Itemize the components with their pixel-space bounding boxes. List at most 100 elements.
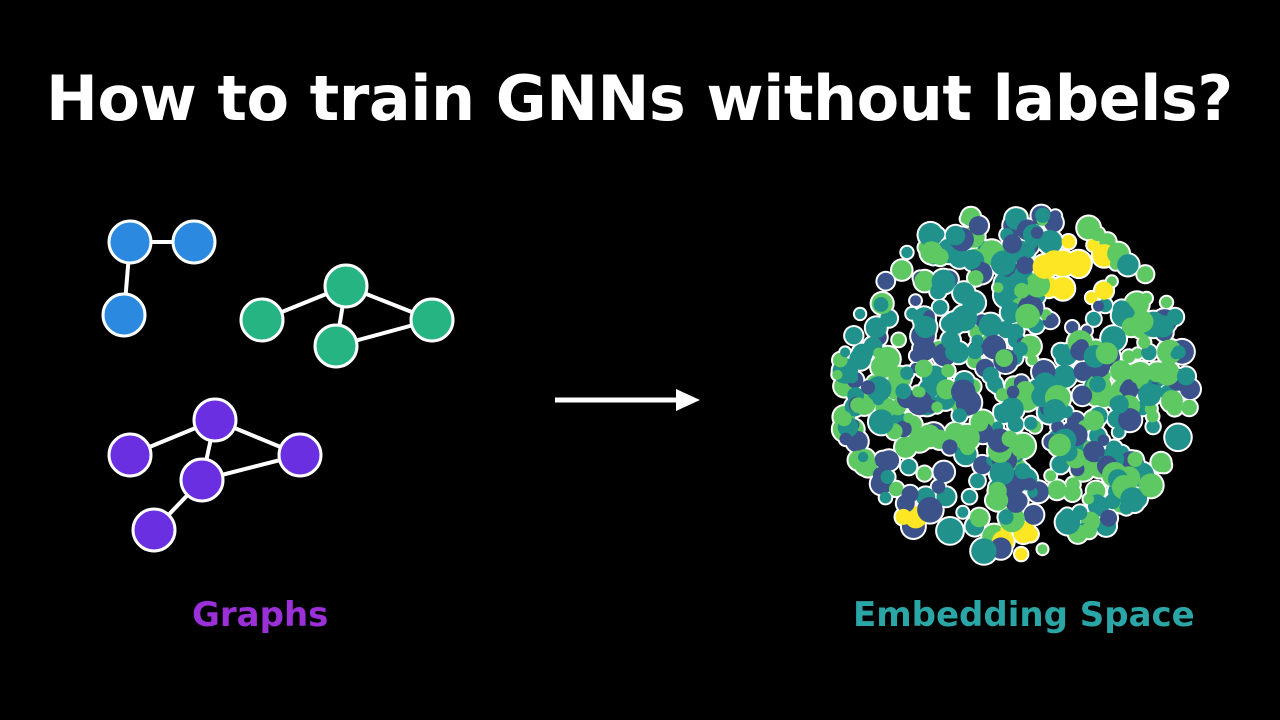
embedding-point <box>931 480 946 494</box>
embedding-point <box>933 461 955 483</box>
embedding-point <box>868 409 894 435</box>
graph-node <box>107 432 153 478</box>
embedding-point <box>967 270 984 286</box>
embedding-point <box>914 270 935 292</box>
embedding-point <box>1122 350 1136 363</box>
embedding-point <box>957 506 969 518</box>
embedding-point <box>1110 360 1132 382</box>
embedding-point <box>989 460 1015 486</box>
embedding-point <box>888 481 904 497</box>
embedding-point <box>860 380 876 395</box>
graph-blue <box>101 219 217 338</box>
embedding-point <box>941 364 955 378</box>
embedding-point <box>912 386 924 398</box>
embedding-point <box>1167 400 1183 416</box>
embedding-point <box>839 432 852 446</box>
embedding-point <box>877 272 895 290</box>
embedding-point <box>931 401 943 413</box>
embedding-point <box>872 393 885 406</box>
embedding-point <box>1155 361 1180 386</box>
embedding-point <box>1035 207 1051 223</box>
embedding-point <box>920 338 934 352</box>
embedding-point <box>1030 226 1043 239</box>
embedding-point <box>952 408 967 423</box>
embedding-point <box>1146 410 1159 423</box>
embedding-point <box>1073 361 1093 382</box>
embedding-point <box>895 383 912 400</box>
embedding-point <box>849 348 871 370</box>
embedding-point <box>873 347 884 359</box>
embedding-point <box>1072 385 1093 406</box>
embedding-point <box>845 327 863 345</box>
embedding-point <box>845 370 859 384</box>
graph-node <box>277 432 323 478</box>
embedding-point <box>1118 408 1142 432</box>
embedding-point <box>1181 399 1197 416</box>
graph-green <box>239 263 455 369</box>
embedding-point <box>1016 256 1035 275</box>
embedding-point <box>1104 493 1121 510</box>
embedding-point <box>945 225 966 246</box>
embedding-point <box>903 412 914 423</box>
embedding-point <box>1131 310 1154 333</box>
embedding-point <box>1066 477 1080 492</box>
embedding-point <box>832 369 843 380</box>
embedding-point <box>901 459 917 475</box>
embedding-point <box>1023 477 1037 491</box>
embedding-point <box>1129 361 1152 385</box>
embedding-point <box>873 360 886 372</box>
embedding-point <box>1083 440 1105 463</box>
embedding-point <box>1097 434 1110 446</box>
embedding-point <box>932 300 948 315</box>
graph-node <box>323 263 369 309</box>
embedding-point <box>1080 522 1097 539</box>
embedding-point <box>930 283 946 300</box>
embedding-point <box>880 470 895 484</box>
arrow-right-icon <box>555 389 700 411</box>
embedding-point <box>1146 419 1160 434</box>
embedding-point <box>1170 349 1181 360</box>
page-title: How to train GNNs without labels? <box>46 62 1233 135</box>
embedding-point <box>995 349 1013 367</box>
embedding-point <box>910 295 921 306</box>
embedding-point <box>951 379 976 405</box>
embedding-point <box>942 439 958 455</box>
embedding-point <box>1137 266 1154 283</box>
embedding-point <box>840 347 851 358</box>
embedding-point <box>1043 399 1067 423</box>
embedding-point <box>1166 431 1179 444</box>
embedding-point <box>1037 544 1048 555</box>
embedding-point <box>1038 230 1063 254</box>
embedding-point <box>1121 379 1137 395</box>
graphs-caption: Graphs <box>192 595 329 635</box>
embedding-point <box>1061 235 1076 249</box>
embedding-point <box>1025 272 1051 298</box>
embedding-point <box>970 473 985 489</box>
embedding-point <box>901 246 913 259</box>
graph-node <box>192 397 238 443</box>
embedding-point <box>892 333 905 347</box>
embedding-point <box>1112 426 1125 439</box>
embedding-point <box>850 397 866 413</box>
embedding-point <box>1093 300 1104 312</box>
embedding-point <box>1066 250 1091 276</box>
embedding-point <box>1049 210 1062 223</box>
embedding-point <box>920 241 943 264</box>
graph-node <box>171 219 217 265</box>
embedding-cloud <box>830 203 1202 566</box>
embedding-point <box>1060 508 1075 523</box>
embedding-point <box>962 489 977 504</box>
embedding-point <box>879 491 892 504</box>
embedding-point <box>917 497 943 523</box>
embedding-point <box>1095 342 1118 365</box>
embedding-point <box>1083 410 1105 431</box>
embedding-point <box>1045 470 1057 482</box>
embedding-point <box>880 310 898 327</box>
embedding-point <box>892 260 912 280</box>
embedding-point <box>1001 430 1018 447</box>
embedding-point <box>906 307 918 320</box>
embedding-point <box>1148 384 1163 399</box>
embedding-point <box>971 538 997 564</box>
embedding-point <box>1138 473 1163 498</box>
